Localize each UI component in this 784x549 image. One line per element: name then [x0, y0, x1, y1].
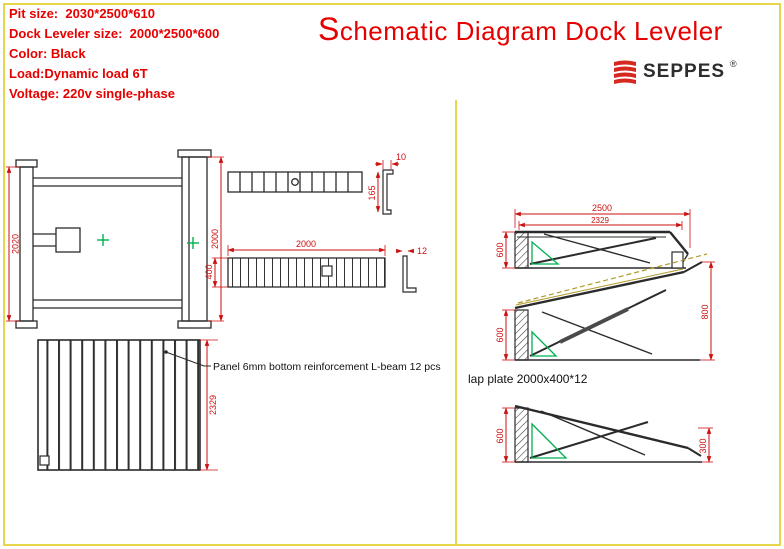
dim-frame-right-label: 2000: [210, 229, 220, 249]
dim-platform-depth-label: 400: [204, 264, 214, 279]
dim-dock-height-top: 600: [495, 231, 515, 269]
platform-detail-box: [321, 265, 333, 277]
dim-below-dock-label: 300: [698, 438, 708, 453]
registered-mark: ®: [730, 59, 737, 69]
dim-plate-thickness: 12: [396, 246, 427, 256]
dim-lip-height: 165: [367, 171, 381, 213]
spec-load: Load:Dynamic load 6T: [9, 66, 148, 81]
side-view-raised: 600 800: [495, 253, 715, 361]
raised-body: [514, 261, 703, 361]
dim-dock-height-bottom-label: 600: [495, 428, 505, 443]
seppes-logo-icon: [614, 60, 636, 84]
dim-panel-width-label: 2329: [208, 395, 218, 415]
dim-inner-width-label: 2329: [591, 216, 609, 225]
stored-safety-marker: [531, 240, 560, 265]
dim-frame-right: 2000: [207, 156, 224, 322]
lowered-safety-marker: [531, 422, 568, 459]
panel-body: [37, 339, 201, 471]
dim-overall-width: 2500: [514, 203, 691, 248]
dim-plate-thickness-label: 12: [417, 246, 427, 256]
lip-section-detail: 10 165: [367, 152, 406, 215]
seppes-logo: SEPPES ®: [612, 58, 737, 85]
lip-plate-front-view: [227, 171, 363, 193]
page-title: Schematic Diagram Dock Leveler: [318, 11, 723, 47]
dim-below-dock: 300: [698, 427, 713, 463]
dim-dock-height-bottom: 600: [495, 407, 515, 463]
frame-plan-view: [15, 149, 212, 329]
lowered-body: [514, 404, 702, 463]
raised-ramp-highlight: [515, 268, 684, 306]
bottom-panel-view: 2329: [37, 339, 218, 471]
dim-overall-width-label: 2500: [592, 203, 612, 213]
panel-corner-detail: [39, 455, 50, 466]
spec-leveler-size: Dock Leveler size: 2000*2500*600: [9, 26, 220, 41]
side-view-stored: 2500 2329 600: [495, 203, 691, 269]
panel-note-leader: [164, 350, 211, 367]
raised-safety-marker: [531, 330, 558, 357]
dim-raised-travel-label: 800: [700, 304, 710, 319]
stored-body: [514, 230, 689, 269]
platform-front-view: 2000 400: [204, 239, 386, 288]
platform-body: [227, 257, 386, 288]
dim-panel-width: 2329: [200, 339, 218, 471]
dim-dock-height-top-label: 600: [495, 242, 505, 257]
dim-lip-height-label: 165: [367, 185, 377, 200]
dim-platform-depth: 400: [204, 257, 228, 288]
dim-dock-height-mid-label: 600: [495, 327, 505, 342]
spec-list: Pit size: 2030*2500*610 Dock Leveler siz…: [9, 7, 219, 107]
dim-frame-left-label: 2020: [11, 234, 21, 254]
lip-section-profile: [382, 169, 394, 215]
dim-platform-width-label: 2000: [296, 239, 316, 249]
dim-raised-travel: 800: [700, 261, 715, 361]
spec-voltage: Voltage: 220v single-phase: [9, 86, 175, 101]
dim-platform-width: 2000: [227, 239, 386, 256]
dim-frame-left: 2020: [6, 166, 21, 322]
seppes-logo-text: SEPPES: [643, 60, 726, 82]
spec-pit-size: Pit size: 2030*2500*610: [9, 6, 155, 21]
section-divider: [455, 100, 457, 546]
spec-color: Color: Black: [9, 46, 86, 61]
dim-dock-height-mid: 600: [495, 309, 515, 361]
panel-reinforcement-note: Panel 6mm bottom reinforcement L-beam 12…: [213, 361, 441, 373]
dim-lip-thickness: 10: [375, 152, 406, 169]
edge-angle-detail: 12: [396, 246, 427, 293]
angle-profile: [402, 255, 417, 293]
lap-plate-note: lap plate 2000x400*12: [468, 372, 588, 386]
raised-motion-dashline: [517, 253, 708, 304]
frame-alignment-marks: [97, 234, 199, 249]
side-view-lowered: 600 300: [495, 404, 713, 463]
dim-lip-thickness-label: 10: [396, 152, 406, 162]
dim-inner-width: 2329: [518, 216, 683, 230]
